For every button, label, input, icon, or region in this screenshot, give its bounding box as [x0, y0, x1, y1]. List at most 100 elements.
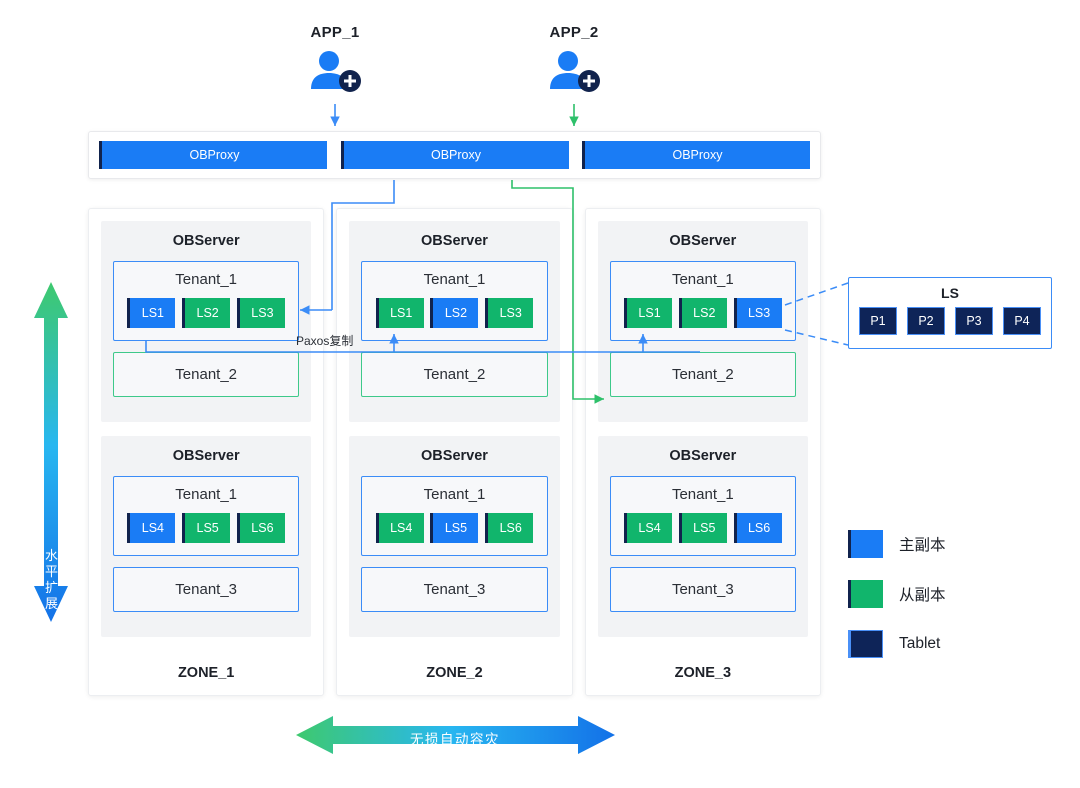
paxos-replication-label: Paxos复制	[296, 334, 354, 348]
obproxy-2-label: OBProxy	[430, 148, 481, 162]
legend-swatch-navy	[848, 630, 883, 658]
tenant-box: Tenant_2	[609, 352, 796, 397]
tenant-title: Tenant_2	[175, 366, 238, 383]
log-stream-ls4[interactable]: LS4	[624, 513, 673, 543]
observer-title: OBServer	[172, 233, 240, 249]
tenant-title: Tenant_2	[423, 366, 486, 383]
tablet-p4[interactable]: P4	[1003, 307, 1041, 335]
log-stream-ls4[interactable]: LS4	[375, 513, 424, 543]
tablet-row: P1 P2 P3 P4	[849, 307, 1051, 335]
tenant-title: Tenant_1	[423, 271, 486, 288]
log-stream-ls6[interactable]: LS6	[236, 513, 285, 543]
zone-name: ZONE_2	[426, 665, 483, 681]
log-stream-ls3[interactable]: LS3	[236, 298, 285, 328]
log-stream-ls1[interactable]: LS1	[127, 298, 176, 328]
obproxy-3[interactable]: OBProxy	[582, 141, 810, 169]
legend-item: 从副本	[848, 580, 946, 608]
tenant-title: Tenant_3	[175, 581, 238, 598]
app-1-label: APP_1	[310, 24, 360, 41]
legend-swatch-green	[848, 580, 883, 608]
obproxy-3-label: OBProxy	[672, 148, 723, 162]
tablet-p2[interactable]: P2	[907, 307, 945, 335]
app-2-label: APP_2	[549, 24, 599, 41]
tenant-box: Tenant_3	[361, 567, 548, 612]
user-add-icon	[307, 49, 363, 93]
log-stream-ls6[interactable]: LS6	[733, 513, 782, 543]
tenant-title: Tenant_3	[671, 581, 734, 598]
tenant-box: Tenant_2	[113, 352, 300, 397]
log-stream-ls2[interactable]: LS2	[182, 298, 231, 328]
tenant-title: Tenant_1	[671, 271, 734, 288]
log-stream-ls2[interactable]: LS2	[678, 298, 727, 328]
log-stream-ls1[interactable]: LS1	[624, 298, 673, 328]
legend: 主副本从副本 Tablet	[848, 530, 946, 680]
tenant-title: Tenant_3	[423, 581, 486, 598]
log-stream-ls3[interactable]: LS3	[485, 298, 534, 328]
tenant-title: Tenant_1	[175, 271, 238, 288]
obproxy-1-label: OBProxy	[189, 148, 240, 162]
tenant-title: Tenant_1	[175, 486, 238, 503]
legend-label: 从副本	[899, 587, 946, 604]
log-stream-ls1[interactable]: LS1	[375, 298, 424, 328]
legend-item: 主副本	[848, 530, 946, 558]
tenant-box: Tenant_3	[113, 567, 300, 612]
tablet-p1[interactable]: P1	[859, 307, 897, 335]
zone-name: ZONE_1	[177, 665, 235, 681]
log-stream-ls2[interactable]: LS2	[430, 298, 479, 328]
legend-label: Tablet	[899, 635, 941, 652]
obproxy-bar: OBProxy OBProxy OBProxy	[88, 131, 821, 179]
observer-title: OBServer	[421, 233, 488, 249]
log-stream-ls5[interactable]: LS5	[430, 513, 479, 543]
obproxy-2[interactable]: OBProxy	[340, 141, 569, 169]
ls-detail-title: LS	[941, 285, 959, 301]
log-stream-ls6[interactable]: LS6	[485, 513, 534, 543]
tenant-box: Tenant_3	[609, 567, 796, 612]
observer-title: OBServer	[172, 448, 240, 464]
observer-title: OBServer	[669, 448, 737, 464]
log-stream-ls3[interactable]: LS3	[733, 298, 782, 328]
legend-label: 主副本	[899, 537, 946, 554]
log-stream-ls5[interactable]: LS5	[678, 513, 727, 543]
obproxy-1[interactable]: OBProxy	[99, 141, 327, 169]
ls-detail-panel: LS P1 P2 P3 P4	[848, 277, 1052, 349]
zone-name: ZONE_3	[674, 665, 732, 681]
log-stream-ls4[interactable]: LS4	[127, 513, 176, 543]
actor-app-1: APP_1	[275, 24, 395, 98]
log-stream-ls5[interactable]: LS5	[182, 513, 231, 543]
user-add-icon	[546, 49, 602, 93]
tenant-box: Tenant_2	[361, 352, 548, 397]
tenant-title: Tenant_1	[423, 486, 486, 503]
tablet-p3[interactable]: P3	[955, 307, 993, 335]
legend-item: Tablet	[848, 630, 946, 658]
actor-app-2: APP_2	[514, 24, 634, 98]
tenant-title: Tenant_2	[671, 366, 734, 383]
legend-swatch-blue	[848, 530, 883, 558]
horizontal-scaling-label: 水平扩展	[44, 548, 59, 611]
tenant-title: Tenant_1	[671, 486, 734, 503]
observer-title: OBServer	[669, 233, 737, 249]
disaster-recovery-label: 无损自动容灾	[410, 732, 500, 747]
observer-title: OBServer	[421, 448, 488, 464]
